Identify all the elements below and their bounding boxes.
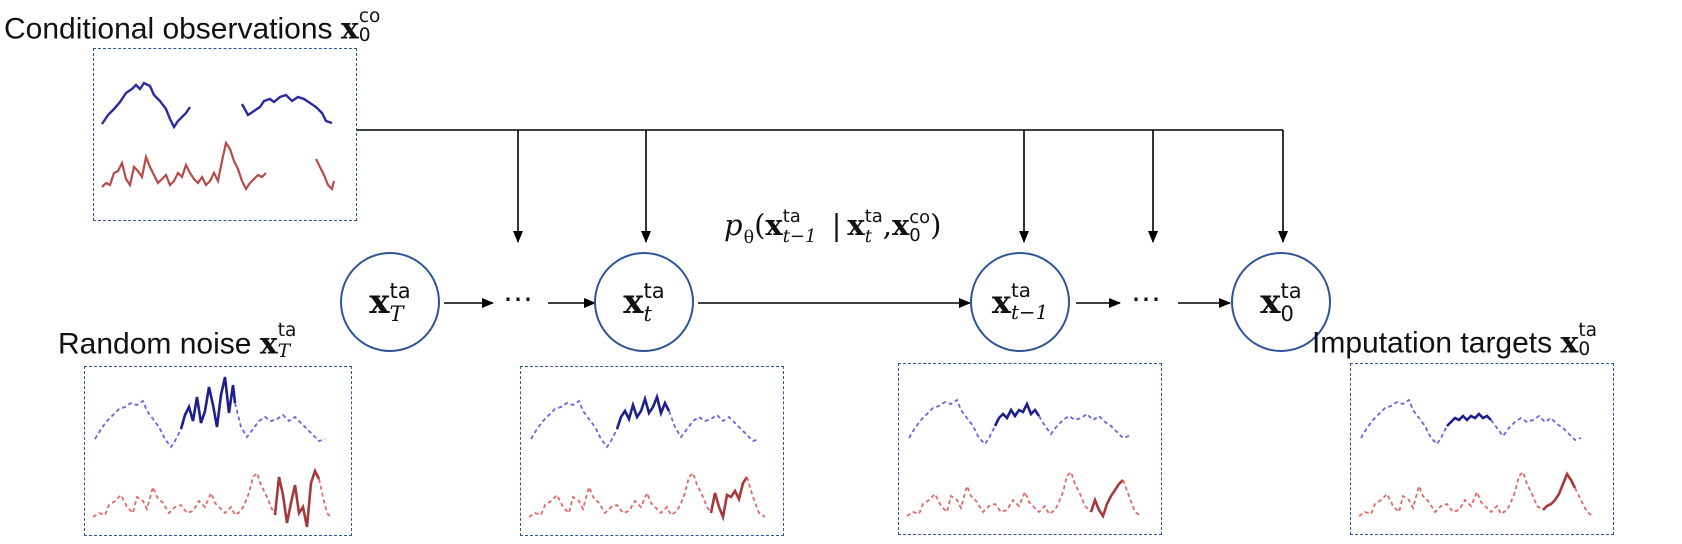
ellipsis-1: ⋯ <box>503 282 533 317</box>
conditional-observations-panel <box>93 48 357 221</box>
xT-T: T <box>277 340 291 362</box>
node-x0-ta: ta <box>1280 277 1302 303</box>
formula-comma: , <box>882 207 892 242</box>
formula-theta: θ <box>743 227 755 248</box>
formula-x1-ta: ta <box>782 206 801 227</box>
node-xtm1-ta: ta <box>1010 279 1031 303</box>
formula-close: ) <box>930 207 942 242</box>
node-xtm1-x: x <box>991 283 1011 321</box>
imputation-targets-text: Imputation targets <box>1312 326 1553 360</box>
formula-open: ( <box>754 207 766 242</box>
x0-ta-zero: 0 <box>1578 338 1591 360</box>
formula-x2-ta: ta <box>864 206 883 227</box>
node-xt-x: x <box>623 282 644 322</box>
formula-x1-sub: t−1 <box>782 225 817 247</box>
x0-ta-ta: ta <box>1578 320 1598 341</box>
node-xtm1-sub: t−1 <box>1010 301 1049 324</box>
panel-xt <box>520 366 784 536</box>
conditional-observations-text: Conditional observations <box>4 12 333 46</box>
node-xt-ta: ta <box>643 277 665 303</box>
zero-subscript: 0 <box>358 24 371 46</box>
co-superscript: co <box>358 6 381 27</box>
node-x0-x: x <box>1260 282 1281 322</box>
node-xT-x: x <box>369 282 390 322</box>
formula-x3-zero: 0 <box>909 224 921 246</box>
xT-symbol: x <box>259 326 278 362</box>
xt-plot <box>528 392 766 522</box>
panel-imputation-targets <box>1350 363 1614 535</box>
node-xT-T: T <box>389 301 404 326</box>
imputation-targets-plot <box>1358 398 1594 517</box>
formula-x2: x <box>847 207 865 242</box>
conditional-observations-plot <box>101 81 336 192</box>
node-x0-zero: 0 <box>1280 301 1294 326</box>
panel-xt-minus-1 <box>898 363 1162 535</box>
formula-x2-sub: t <box>864 225 872 247</box>
random-noise-plot <box>92 376 332 528</box>
x0-co-symbol: x <box>340 11 359 47</box>
xT-ta: ta <box>277 320 297 341</box>
panel-random-noise <box>84 366 352 536</box>
xt-minus-1-plot <box>906 398 1142 519</box>
formula-p: p <box>724 207 743 242</box>
node-xT-ta: ta <box>389 277 411 303</box>
ellipsis-2: ⋯ <box>1131 282 1161 317</box>
random-noise-text: Random noise <box>58 327 252 361</box>
formula-bar: | <box>831 207 842 242</box>
formula-x3-co: co <box>909 207 931 228</box>
x0-ta-symbol: x <box>1560 325 1579 361</box>
node-xt-t: t <box>643 301 653 326</box>
formula-x3: x <box>891 207 910 242</box>
formula-x1: x <box>765 207 783 242</box>
